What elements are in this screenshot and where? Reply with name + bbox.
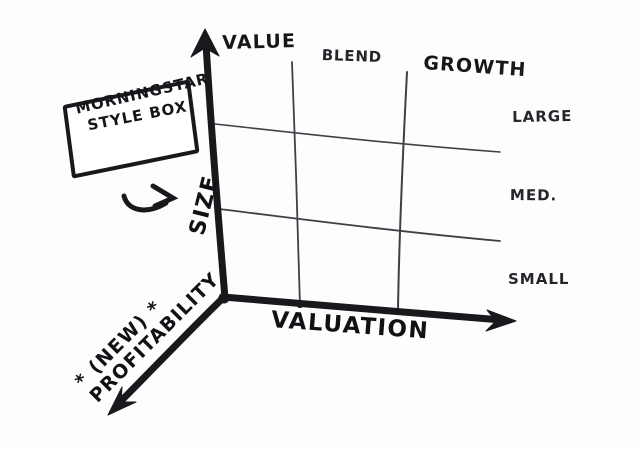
grid-line-med-small [218, 208, 501, 242]
valuation-axis-line [219, 293, 506, 324]
grid-line-large-med [214, 123, 501, 153]
curved-arrow-head [150, 183, 179, 209]
profitability-axis-line [115, 294, 227, 407]
column-header-blend: BLEND [321, 46, 383, 67]
row-label-med: MED. [509, 186, 558, 205]
valuation-axis-tick [296, 301, 304, 309]
size-axis-line [202, 40, 229, 302]
grid-line-value-blend [291, 61, 301, 307]
arrow-up-icon [190, 28, 220, 58]
row-label-small: SMALL [508, 270, 570, 288]
axis-strokes [107, 28, 517, 416]
callout-arrow [121, 183, 179, 213]
column-header-value: VALUE [221, 30, 297, 54]
grid-lines-horizontal [214, 123, 501, 242]
axes-origin [218, 292, 230, 304]
grid-line-blend-growth [397, 71, 408, 312]
grid-lines-vertical [291, 61, 408, 312]
row-label-large: LARGE [511, 106, 573, 126]
arrow-right-icon [485, 309, 517, 332]
arrow-down-left-icon [107, 386, 137, 416]
